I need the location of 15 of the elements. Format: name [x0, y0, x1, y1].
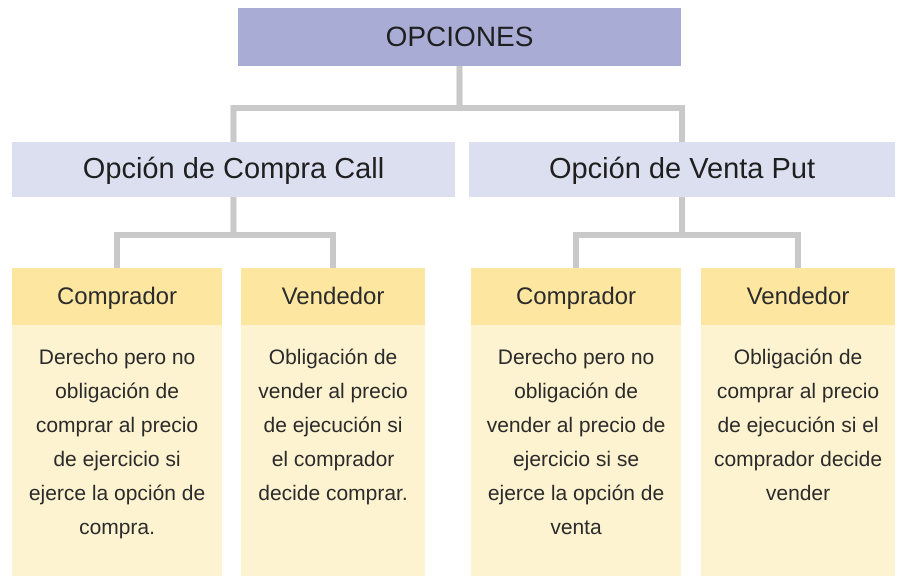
role-header: Vendedor	[241, 268, 425, 325]
category-box: Opción de Compra Call	[12, 142, 455, 197]
role-description: Obligación de vender al precio de ejecución si el comprador decide comprar.	[257, 345, 409, 507]
role-column	[701, 268, 895, 576]
role-description: Derecho pero no obligación de comprar al precio de ejercicio si ejerce la opción de compra.	[28, 345, 206, 541]
role-header: Vendedor	[701, 268, 895, 325]
role-description: Obligación de comprar al precio de ejecución si el comprador decide vender	[712, 345, 884, 507]
role-header: Comprador	[471, 268, 681, 325]
role-header: Comprador	[12, 268, 222, 325]
role-column	[12, 268, 222, 576]
category-box: Opción de Venta Put	[469, 142, 895, 197]
role-description: Derecho pero no obligación de vender al precio de ejercicio si se ejerce la opción de venta	[486, 345, 666, 541]
role-column	[241, 268, 425, 576]
role-column	[471, 268, 681, 576]
title-box: OPCIONES	[238, 8, 681, 66]
